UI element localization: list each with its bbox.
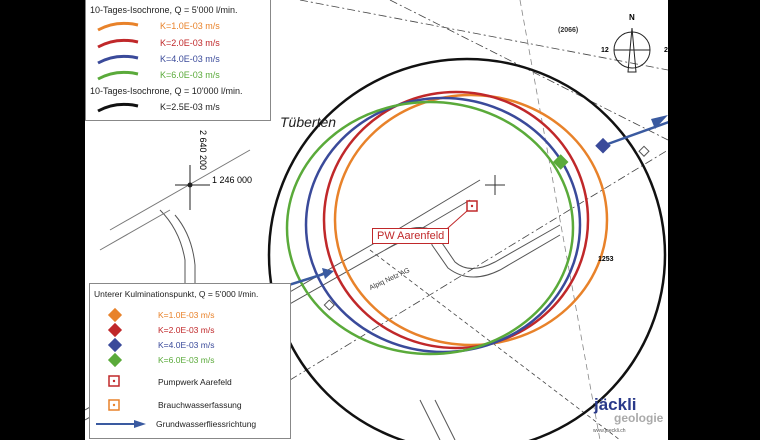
- legend-kulmination: Unterer Kulminationspunkt, Q = 5'000 l/m…: [89, 283, 291, 439]
- isochrone-k2: [322, 90, 590, 350]
- legend-isochrone: 10-Tages-Isochrone, Q = 5'000 l/min. K=1…: [85, 0, 271, 121]
- isochrone-k6: [285, 100, 575, 356]
- compass-w: 12: [601, 47, 609, 54]
- legend-kulm-title: Unterer Kulminationspunkt, Q = 5'000 l/m…: [94, 289, 259, 299]
- parcel-label: 1253: [598, 256, 614, 263]
- logo-geologie: geologie: [614, 411, 664, 425]
- kulm-k6: K=6.0E-03 m/s: [158, 355, 215, 365]
- legend-title-10000: 10-Tages-Isochrone, Q = 10'000 l/min.: [90, 86, 243, 96]
- coord-x-label: 1 246 000: [212, 175, 253, 185]
- place-label: Tüberten: [280, 114, 337, 130]
- legend-k1: K=1.0E-03 m/s: [160, 21, 220, 31]
- marker-k4: [595, 137, 611, 154]
- isochrone-k4: [304, 96, 582, 354]
- legend-k2: K=2.0E-03 m/s: [160, 38, 220, 48]
- kulm-k2: K=2.0E-03 m/s: [158, 325, 215, 335]
- legend-title-5000: 10-Tages-Isochrone, Q = 5'000 l/min.: [90, 5, 238, 15]
- legend-flow: Grundwasserfliessrichtung: [156, 419, 257, 429]
- legend-brauchwasser: Brauchwasserfassung: [158, 400, 242, 410]
- legend-k25: K=2.5E-03 m/s: [160, 102, 220, 112]
- compass-e: 2: [664, 47, 668, 54]
- road-number: (2066): [558, 27, 579, 34]
- flow-arrow-right: [604, 120, 668, 147]
- kulm-k1: K=1.0E-03 m/s: [158, 310, 215, 320]
- coord-y-label: 2 640 200: [198, 130, 208, 171]
- isochrone-k1: [333, 93, 609, 347]
- compass-n: N: [629, 13, 635, 22]
- kulm-k4: K=4.0E-03 m/s: [158, 340, 215, 350]
- isochrone-10000: [267, 57, 667, 440]
- legend-pumpwerk: Pumpwerk Aarefeld: [158, 377, 232, 387]
- logo-jaeckli: jäckli: [594, 395, 637, 414]
- station-label: PW Aarenfeld: [372, 228, 450, 244]
- legend-k4: K=4.0E-03 m/s: [160, 54, 220, 64]
- logo-url: www.jaeckli.ch: [593, 428, 626, 434]
- legend-k6: K=6.0E-03 m/s: [160, 70, 220, 80]
